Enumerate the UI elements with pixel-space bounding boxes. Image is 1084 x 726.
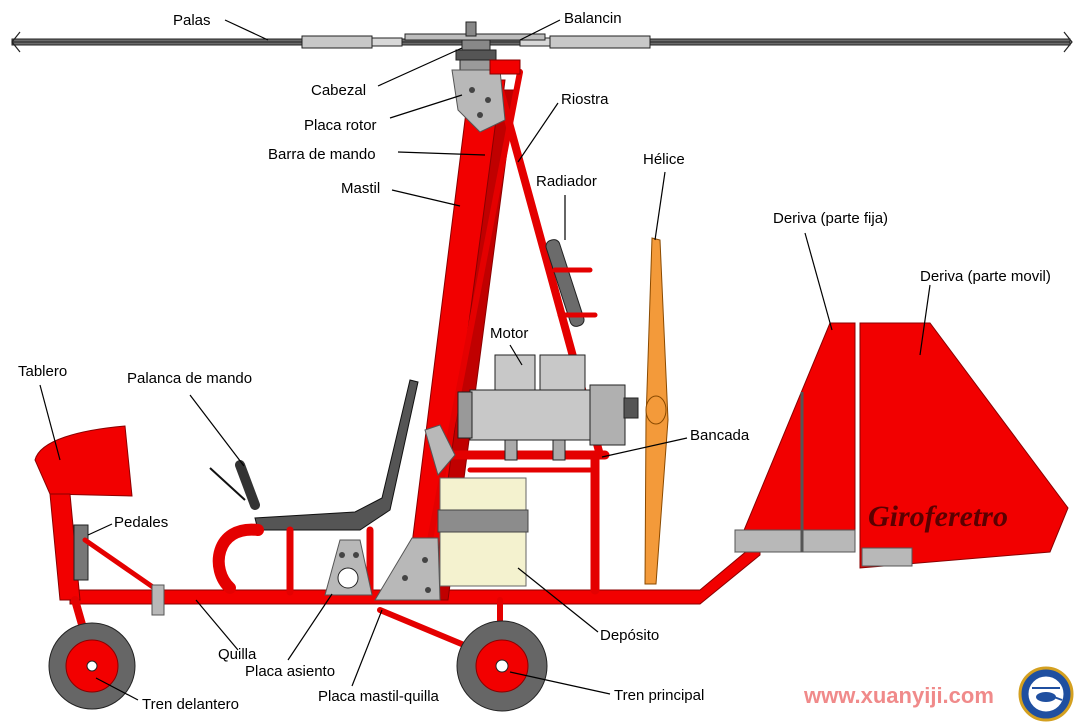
label-placa-asiento: Placa asiento (245, 663, 335, 680)
engine (457, 354, 639, 461)
label-riostra: Riostra (561, 91, 609, 108)
dashboard (34, 425, 133, 601)
pedals (82, 537, 165, 616)
propeller (644, 237, 669, 585)
label-radiador: Radiador (536, 173, 597, 190)
seat-plate (324, 539, 373, 596)
tail-fin-fixed (734, 322, 856, 553)
tail-fin-movable (859, 322, 1069, 569)
label-motor: Motor (490, 325, 528, 342)
label-balancin: Balancin (564, 10, 622, 27)
main-gear (377, 597, 548, 712)
label-tablero: Tablero (18, 363, 67, 380)
label-palas: Palas (173, 12, 211, 29)
label-quilla: Quilla (218, 646, 257, 663)
label-cabezal: Cabezal (311, 82, 366, 99)
label-deriva-movil: Deriva (parte movil) (920, 268, 1051, 285)
mast-keel-plate (374, 424, 456, 601)
watermark-text: www.xuanyiji.com (803, 683, 994, 708)
fuel-tank (437, 477, 529, 587)
label-helice: Hélice (643, 151, 685, 168)
label-tren-delantero: Tren delantero (142, 696, 239, 713)
label-placa-rotor: Placa rotor (304, 117, 377, 134)
tail-brand-text: Giroferetro (868, 500, 1008, 533)
rotor-blades (11, 31, 1073, 53)
label-tren-principal: Tren principal (614, 687, 704, 704)
label-placa-mastil-quilla: Placa mastil-quilla (318, 688, 440, 705)
rotor-head (455, 21, 497, 73)
label-bancada: Bancada (690, 427, 750, 444)
front-gear (48, 596, 136, 710)
label-mastil: Mastil (341, 180, 380, 197)
leader-lines (39, 19, 931, 701)
labels: Palas Balancin Cabezal Placa rotor Riost… (18, 10, 1051, 713)
engine-mount (445, 450, 610, 595)
label-deriva-fija: Deriva (parte fija) (773, 210, 888, 227)
helicopter-seal-icon (1018, 666, 1074, 722)
control-stick (209, 460, 264, 594)
label-barra-de-mando: Barra de mando (268, 146, 376, 163)
label-pedales: Pedales (114, 514, 168, 531)
radiator (545, 239, 598, 327)
label-deposito: Depósito (600, 627, 659, 644)
label-palanca-de-mando: Palanca de mando (127, 370, 252, 387)
rotor-plate (451, 59, 521, 133)
